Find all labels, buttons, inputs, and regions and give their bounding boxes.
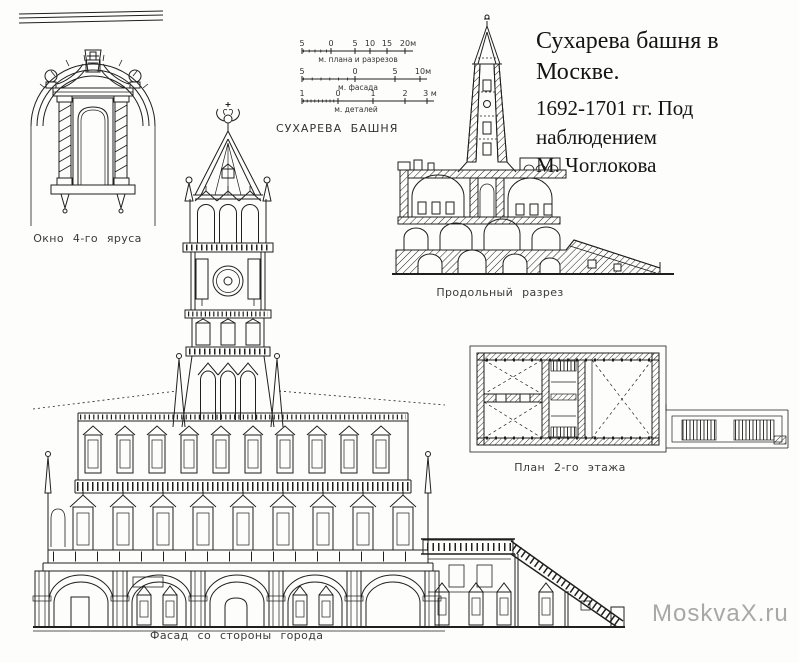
- r3-t0: 1: [299, 89, 304, 98]
- window-opening: [72, 97, 114, 186]
- ruler2-label: м. фасада: [338, 83, 378, 92]
- r1-t2: 5: [352, 39, 357, 48]
- clock-face: [212, 265, 244, 297]
- entablature: [52, 87, 134, 97]
- understair-window: [580, 600, 591, 611]
- site-watermark: MoskvaX.ru: [652, 600, 789, 627]
- section-eagle-finial: [484, 14, 490, 26]
- plan-caption: План 2-го этажа: [514, 461, 626, 474]
- window-detail-caption: Окно 4-го яруса: [33, 232, 142, 245]
- facade-caption: Фасад со стороны города: [150, 629, 324, 642]
- arcade-plaque: [132, 576, 164, 588]
- facade-drawing: [32, 102, 625, 632]
- belfry-tier: [182, 176, 274, 253]
- plan-outer-outline: [469, 345, 667, 453]
- section-spire: [472, 25, 502, 65]
- r2-t1: 0: [352, 67, 357, 76]
- r3-t1: 0: [335, 89, 340, 98]
- sill: [50, 184, 136, 214]
- clock-tier: [184, 252, 272, 319]
- second-tier: [42, 451, 434, 572]
- r2-t0: 5: [299, 67, 304, 76]
- plan-stair-extension: [665, 404, 789, 449]
- upper-cornice: [77, 412, 409, 422]
- r1-t4: 15: [382, 39, 392, 48]
- r3-t3: 2: [402, 89, 407, 98]
- stair-balustrade: [510, 540, 624, 628]
- arch: [30, 54, 156, 168]
- roof-guide-dashes: [32, 390, 446, 410]
- section-base-and-ramp: [395, 239, 661, 275]
- plan-stair-core: [541, 359, 586, 439]
- central-door: [224, 597, 248, 627]
- double-headed-eagle-finial: [216, 102, 240, 131]
- section-caption: Продольный разрез: [436, 286, 564, 299]
- window-detail-drawing: [18, 10, 164, 226]
- plan-room-right: [591, 359, 653, 439]
- pediment: [44, 51, 142, 89]
- ruler3-label: м. деталей: [334, 105, 378, 114]
- r1-t1: 0: [328, 39, 333, 48]
- r2-t2: 5: [392, 67, 397, 76]
- ground-arcade: [32, 570, 442, 628]
- tent-spire: [193, 130, 263, 200]
- keystone-ornament: [84, 49, 102, 73]
- sheet-drawing-label: СУХАРЕВА БАШНЯ: [276, 122, 399, 135]
- section-cellar-vaults: [403, 218, 561, 250]
- section-mid-slab: [397, 216, 561, 225]
- section-upper-hall: [397, 161, 553, 218]
- panel-band: [48, 549, 428, 564]
- r3-t4: 3 м: [423, 89, 437, 98]
- title-line-2: 1692-1701 гг. Под наблюдением: [536, 96, 694, 149]
- niche-sides: [30, 168, 156, 226]
- scale-bars: 5 0 5 10 15 20м 5 0 5 10м 1 0 1 2 3 м м.…: [299, 39, 437, 114]
- cornice-lines: [18, 10, 164, 24]
- third-floor-window-row: [77, 421, 409, 480]
- third-tier: [32, 353, 446, 428]
- r2-t3: 10м: [415, 67, 431, 76]
- arcade-lanterns: [136, 585, 334, 626]
- pedestal-lanterns: [434, 582, 554, 626]
- title-line-1: Сухарева башня в Москве.: [536, 28, 719, 86]
- section-drawing: [392, 14, 674, 275]
- r1-t5: 20м: [400, 39, 416, 48]
- r3-t2: 1: [370, 89, 375, 98]
- staircase-wing: [421, 538, 625, 628]
- title-block: Сухарева башня в Москве. 1692-1701 гг. П…: [536, 26, 798, 179]
- floor-plan-drawing: [469, 345, 789, 453]
- ruler1-label: м. плана и разрезов: [318, 55, 398, 64]
- fourth-tier: [185, 318, 271, 357]
- arcade-door: [70, 596, 90, 628]
- r1-t3: 10: [365, 39, 375, 48]
- r1-t0: 5: [299, 39, 304, 48]
